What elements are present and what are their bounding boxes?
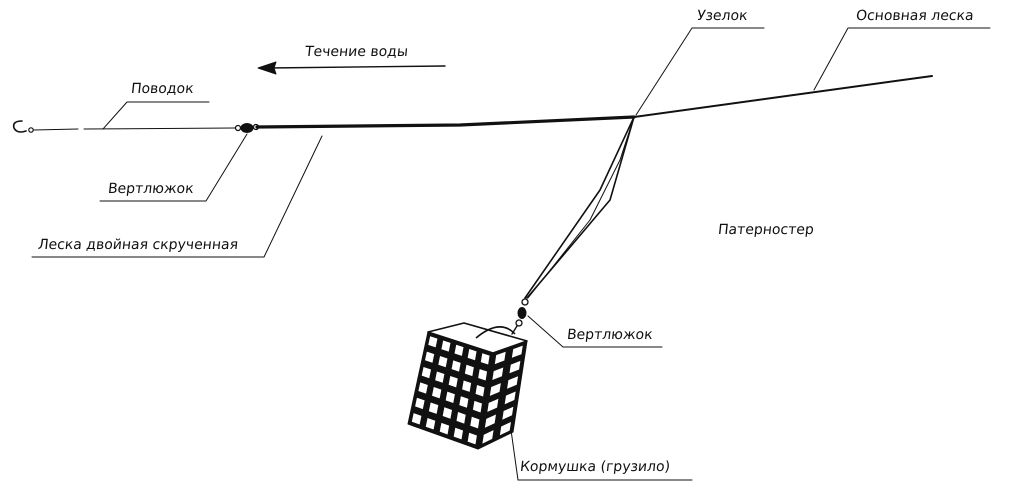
twisted-line-label: Леска двойная скрученная xyxy=(37,237,239,253)
cage-window xyxy=(448,376,458,388)
cage-window xyxy=(487,398,499,412)
swivel-icon xyxy=(234,123,260,133)
cage-window xyxy=(472,400,482,413)
cage-window xyxy=(445,391,455,404)
main-line xyxy=(633,75,933,118)
cage-window xyxy=(441,340,451,352)
twisted-line xyxy=(255,115,636,129)
cage-window xyxy=(459,396,469,408)
cage-window xyxy=(482,430,494,444)
feeder-label: Кормушка (грузило) xyxy=(519,459,671,475)
cage-window xyxy=(454,344,464,356)
label-leader-twisted xyxy=(31,135,323,258)
swivel-left-label: Вертлюжок xyxy=(107,181,195,197)
cage-window xyxy=(484,414,496,428)
label-leader-poводok xyxy=(102,101,210,130)
cage-window xyxy=(502,406,514,420)
cage-window xyxy=(425,418,436,430)
feeder-cage-icon xyxy=(407,322,528,450)
cage-window xyxy=(494,351,506,365)
paternoster-label: Патерностер xyxy=(717,222,815,238)
cage-window xyxy=(467,432,477,445)
cage-window xyxy=(480,353,490,365)
cage-window xyxy=(439,422,450,435)
label-leader-swivel-bottom xyxy=(527,315,663,348)
cage-window xyxy=(475,385,485,397)
cage-window xyxy=(418,382,428,394)
cage-window xyxy=(424,351,435,363)
cage-window xyxy=(415,397,425,410)
cage-window xyxy=(478,369,488,381)
hook-icon xyxy=(12,120,34,133)
leader-line xyxy=(33,127,236,131)
cage-window xyxy=(504,391,516,405)
cage-window xyxy=(435,371,445,383)
paternoster-loop xyxy=(524,116,635,299)
cage-window xyxy=(456,412,466,424)
main-line-label: Основная леска xyxy=(855,8,975,24)
cage-window xyxy=(462,380,472,392)
cage-window xyxy=(507,376,519,389)
cage-window xyxy=(438,356,448,368)
water-flow-label: Течение воды xyxy=(304,44,409,60)
cage-window xyxy=(442,407,453,419)
label-leader-knot xyxy=(635,27,765,116)
label-leader-swivel-left xyxy=(99,133,248,202)
cage-window xyxy=(453,427,464,440)
knot-label: Узелок xyxy=(696,8,749,24)
leader-label: Поводок xyxy=(130,81,195,97)
cage-window xyxy=(421,367,432,379)
cage-window xyxy=(432,387,442,399)
arrow-left-icon xyxy=(257,61,446,75)
cage-window xyxy=(428,402,439,414)
cage-window xyxy=(470,416,480,429)
cage-window xyxy=(511,345,523,358)
cage-window xyxy=(492,367,504,380)
cage-window xyxy=(428,336,438,348)
label-leader-main xyxy=(813,27,991,91)
cage-window xyxy=(499,421,511,436)
cage-window xyxy=(411,413,422,425)
cage-window xyxy=(451,360,461,372)
feeder-swivel-icon xyxy=(511,298,529,335)
cage-window xyxy=(489,383,501,396)
cage-window xyxy=(467,348,477,361)
cage-window xyxy=(464,364,474,377)
swivel-bottom-label: Вертлюжок xyxy=(566,327,654,343)
cage-window xyxy=(509,360,521,374)
